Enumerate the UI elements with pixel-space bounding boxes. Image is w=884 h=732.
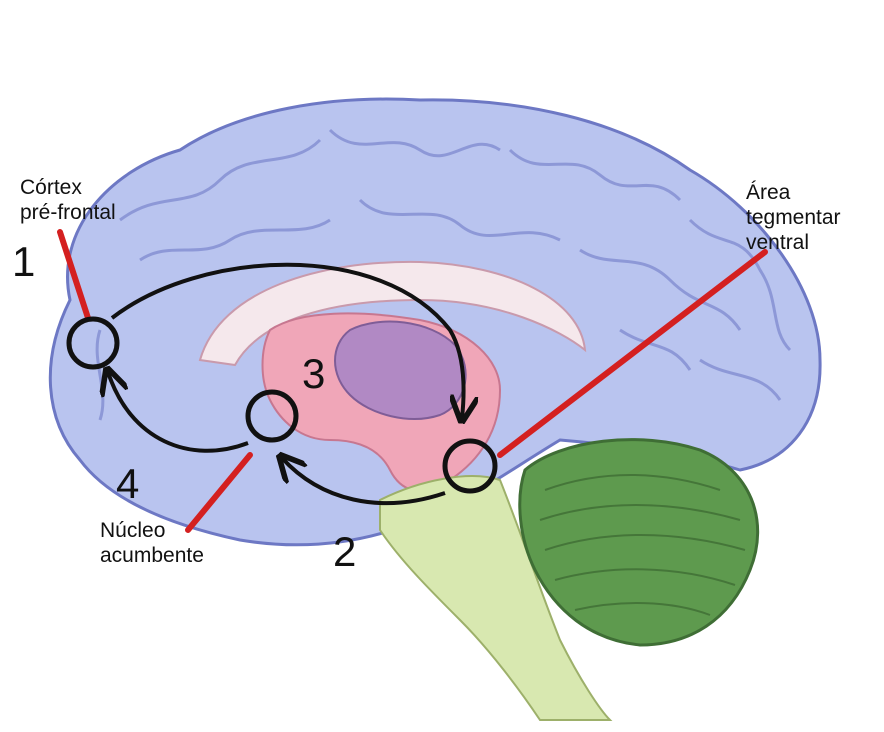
pathway-number-3: 3 [302,350,326,397]
pointer-line-pfc [57,229,91,321]
pointer-line-vta [497,249,768,458]
arrow-pfc-to-vta [110,262,464,418]
thalamus [334,320,467,420]
cerebral-cortex [48,97,822,547]
label-prefrontal-cortex: Córtex pré-frontal [20,176,116,224]
corpus-callosum [198,260,587,367]
pathway-arrows [108,262,464,506]
circle-vta [442,438,498,494]
pointer-lines [57,229,768,533]
pointer-line-nac [185,452,253,533]
pathway-number-2: 2 [333,528,357,575]
label-nucleus-accumbens: Núcleo acumbente [100,519,204,567]
arrow-vta-to-nac [282,458,446,506]
circle-pfc [66,316,120,370]
pathway-number-4: 4 [116,460,140,507]
label-ventral-tegmental-area: Área tegmentar ventral [746,181,841,254]
pathway-number-1: 1 [12,238,36,285]
arrow-nac-to-pfc [108,372,249,453]
circle-nac [245,389,299,443]
cerebellum [518,438,760,647]
region-circles [66,316,498,494]
cerebellum-folia [539,474,746,616]
